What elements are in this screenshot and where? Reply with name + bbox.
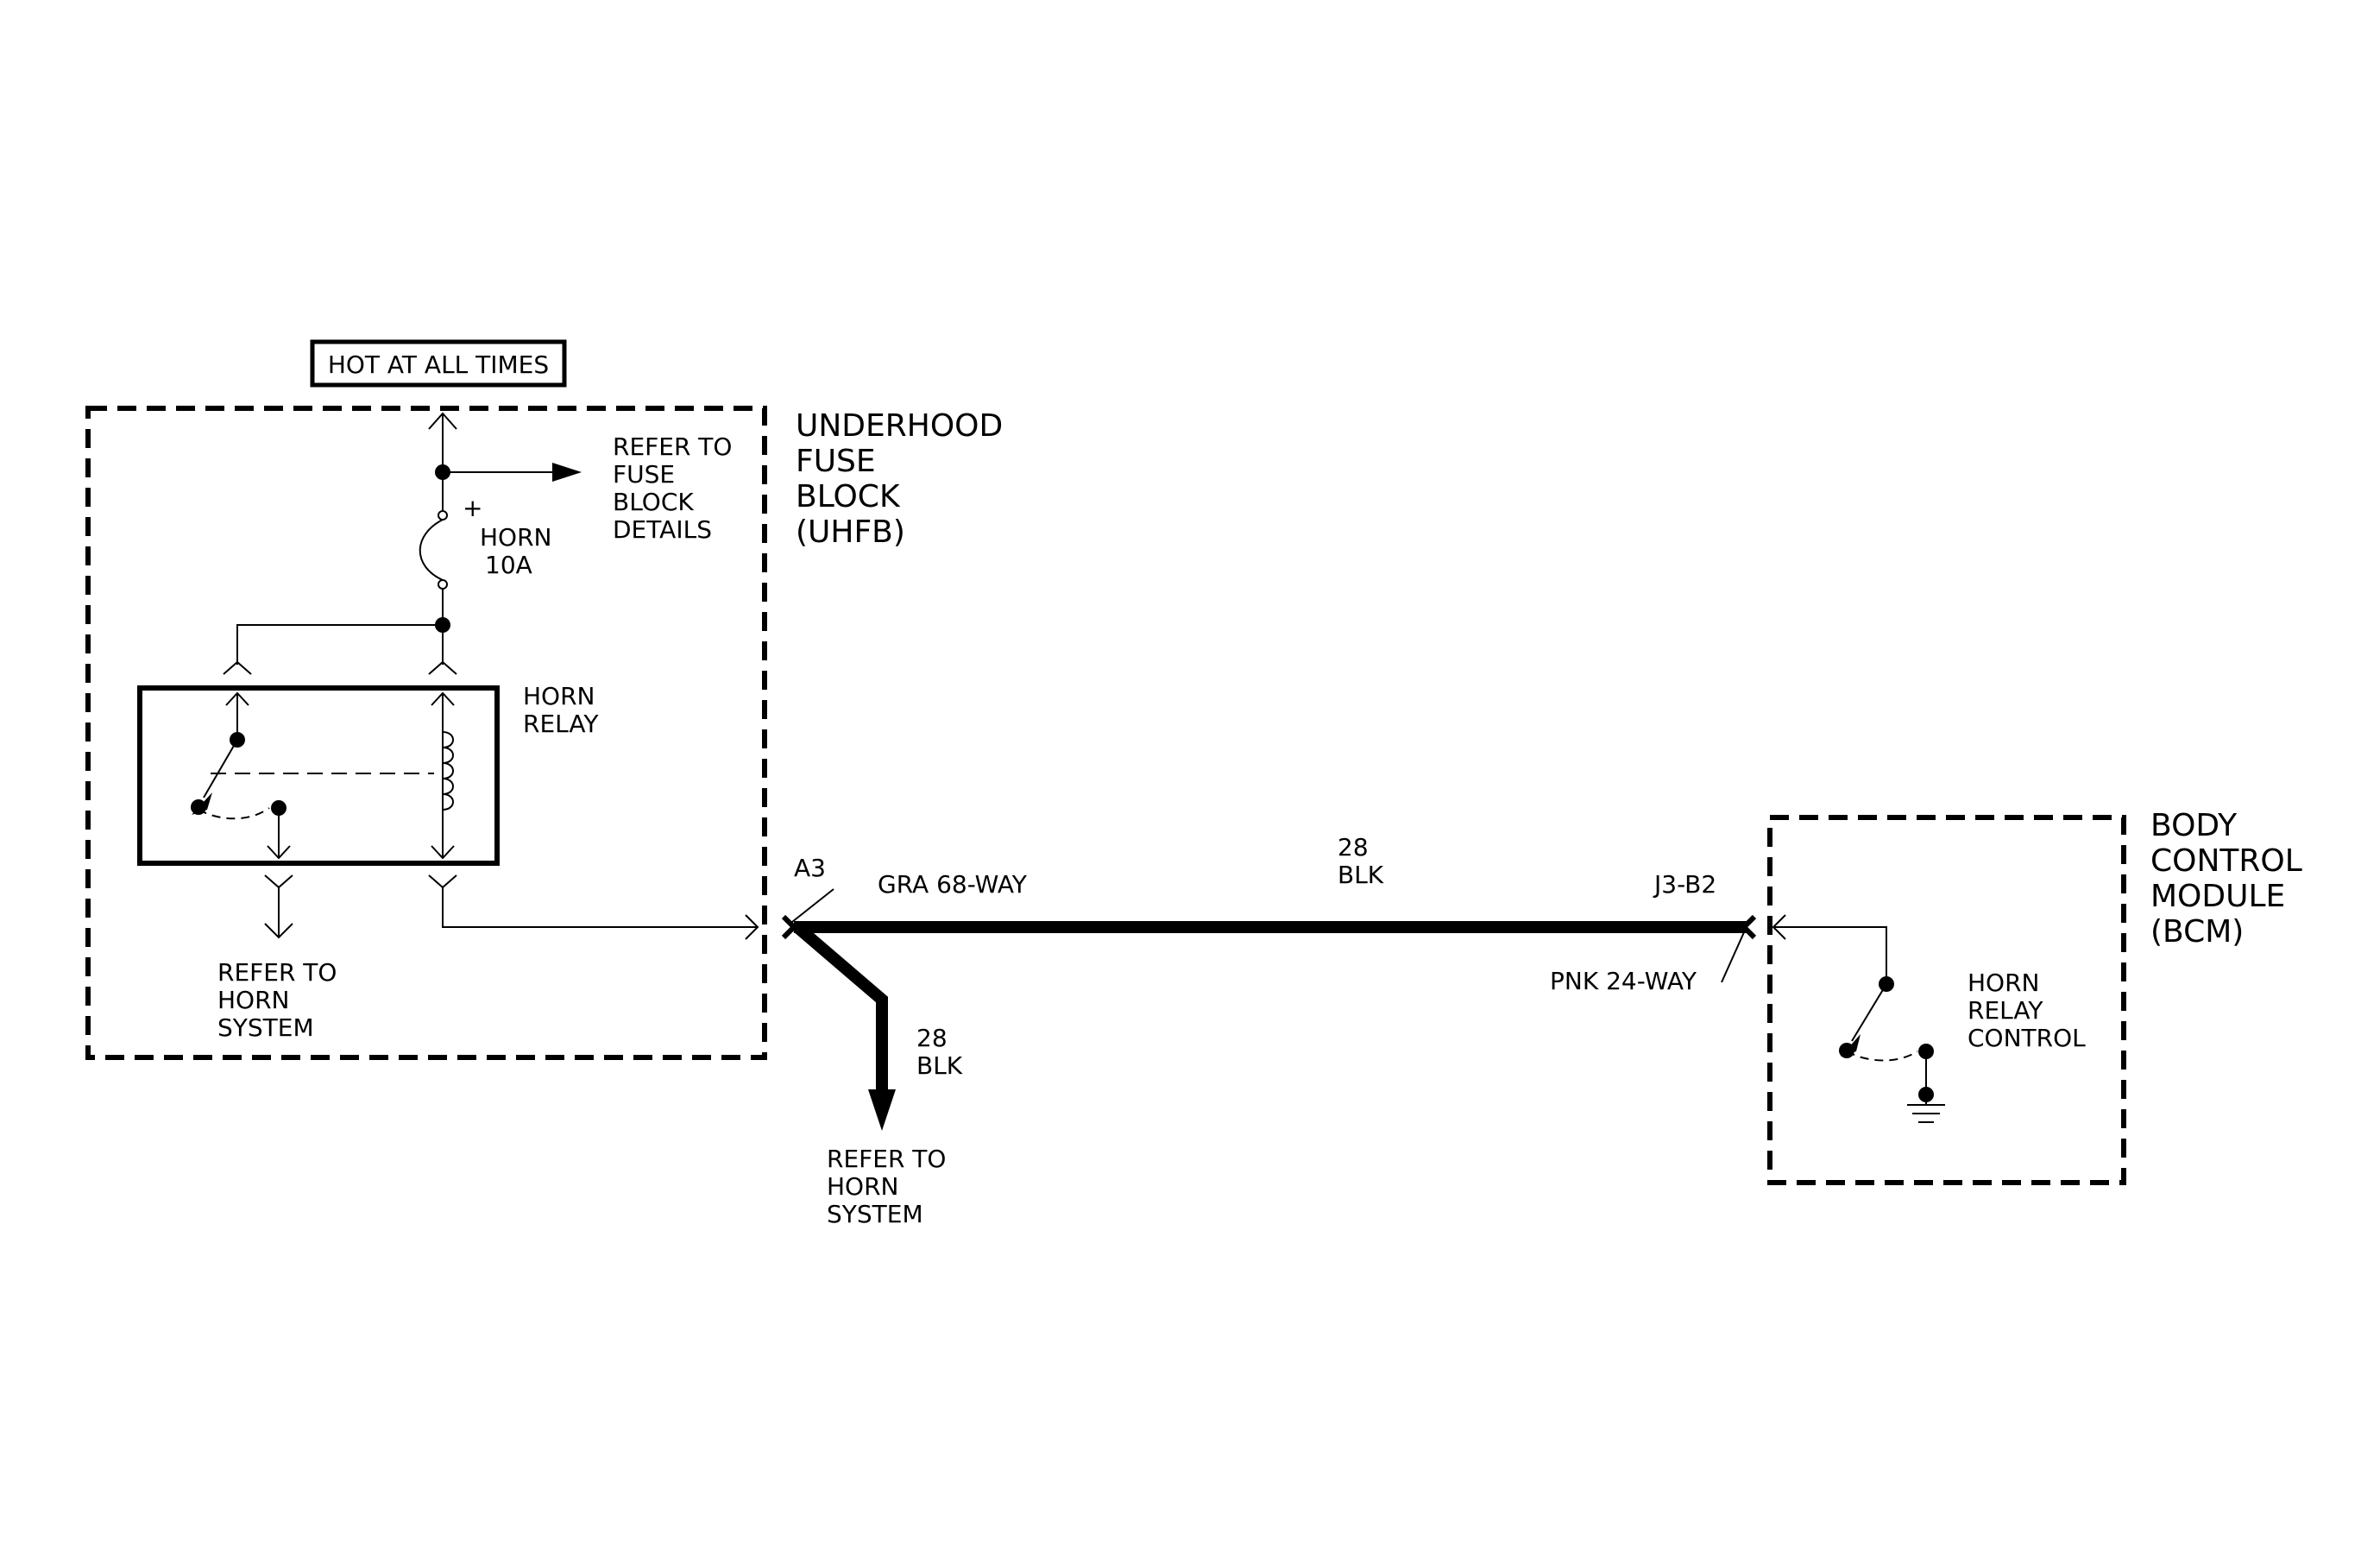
relay-control-line3: CONTROL: [1968, 1024, 2086, 1052]
horn-relay-box: [137, 685, 500, 866]
bcm-internals: [1772, 914, 1945, 1123]
fuse-ref-line1: REFER TO: [613, 432, 732, 461]
horn-system-reference-bottom: REFER TO HORN SYSTEM: [827, 1145, 946, 1228]
bcm-contact-dot: [1839, 1043, 1854, 1058]
connector-a3-symbol: [781, 914, 798, 940]
relay-internals: [198, 691, 455, 860]
main-wire-gauge: 28: [1338, 833, 1369, 861]
fuse-name: HORN: [480, 523, 552, 552]
connector-j3-b2: J3-B2 PNK 24-WAY: [1550, 870, 1757, 995]
horn-ref-bottom-line1: REFER TO: [827, 1145, 946, 1173]
uhfb-label-line1: UNDERHOOD: [796, 408, 1003, 444]
relay-contact-dot: [191, 799, 206, 815]
bcm-boundary: [1767, 815, 2126, 1185]
bcm-label-line1: BODY: [2150, 808, 2238, 843]
horn-ref-bottom-line2: HORN: [827, 1172, 899, 1201]
relay-output-dot: [271, 800, 286, 816]
fuse-ref-line3: BLOCK: [613, 488, 694, 516]
uhfb-label-line3: BLOCK: [796, 479, 901, 514]
relay-label-line2: RELAY: [523, 710, 599, 738]
ground-icon: [1918, 1087, 1934, 1102]
bcm-switch-pivot: [1879, 976, 1894, 992]
fuse-ref-line4: DETAILS: [613, 515, 712, 544]
relay-control-label: HORN RELAY CONTROL: [1968, 969, 2086, 1052]
relay-control-line1: HORN: [1968, 969, 2040, 997]
relay-control-line2: RELAY: [1968, 996, 2043, 1025]
relay-switch-pivot: [230, 732, 245, 748]
horn-ref-left-line3: SYSTEM: [217, 1013, 314, 1042]
uhfb-label-line2: FUSE: [796, 444, 876, 479]
relay-feed-wires: [223, 624, 457, 675]
relay-coil-icon: [442, 731, 454, 811]
horn-relay-label: HORN RELAY: [523, 682, 599, 738]
arrow-right-icon: [552, 463, 582, 482]
connector-a3-name: GRA 68-WAY: [878, 870, 1028, 899]
branch-wire-28-blk: [793, 922, 888, 1092]
bcm-label-line4: (BCM): [2150, 914, 2244, 950]
fuse-icon: [419, 510, 448, 625]
fuse-block-reference: REFER TO FUSE BLOCK DETAILS: [613, 432, 732, 544]
relay-output-wires: [264, 874, 759, 940]
horn-system-reference-left: REFER TO HORN SYSTEM: [217, 958, 337, 1042]
arrow-down-icon: [868, 1089, 896, 1131]
branch-wire-gauge: 28: [916, 1024, 948, 1052]
fuse-polarity: +: [463, 494, 482, 522]
main-wire-color: BLK: [1338, 861, 1384, 889]
fuse-ref-line2: FUSE: [613, 460, 675, 489]
uhfb-label-line4: (UHFB): [796, 514, 905, 550]
connector-j3-b2-pin: J3-B2: [1653, 870, 1716, 899]
uhfb-boundary: [85, 406, 767, 1060]
uhfb-label: UNDERHOOD FUSE BLOCK (UHFB): [796, 408, 1003, 550]
power-source-text: HOT AT ALL TIMES: [328, 350, 549, 379]
power-source-label: HOT AT ALL TIMES: [310, 339, 567, 388]
bcm-ground-contact-dot: [1918, 1044, 1934, 1059]
horn-ref-left-line2: HORN: [217, 986, 290, 1014]
branch-wire-color: BLK: [916, 1051, 963, 1080]
connector-j3-b2-name: PNK 24-WAY: [1550, 967, 1697, 995]
bcm-label-line3: MODULE: [2150, 879, 2285, 914]
connector-a3-pin: A3: [794, 854, 826, 882]
bcm-label: BODY CONTROL MODULE (BCM): [2150, 808, 2302, 950]
feed-wire: [428, 412, 457, 511]
horn-ref-left-line1: REFER TO: [217, 958, 337, 987]
fuse-rating: 10A: [485, 551, 532, 579]
horn-ref-bottom-line3: SYSTEM: [827, 1200, 923, 1228]
bcm-label-line2: CONTROL: [2150, 843, 2302, 879]
connector-j3-b2-symbol: [1740, 914, 1757, 940]
power-source-box: [310, 339, 567, 388]
relay-label-line1: HORN: [523, 682, 595, 710]
